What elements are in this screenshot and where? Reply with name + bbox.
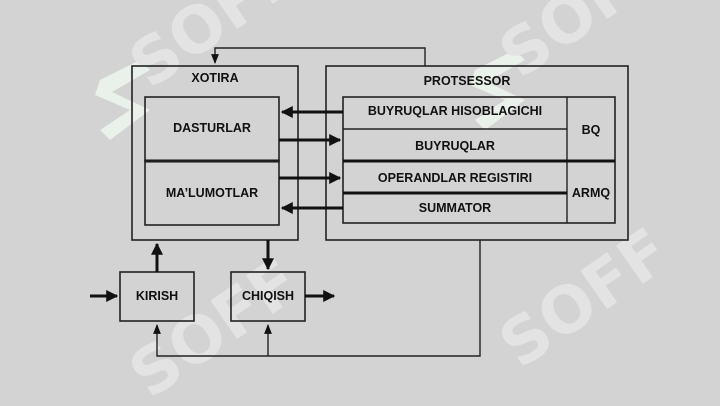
watermark-text: SOFF (117, 245, 313, 406)
instructions-label: BUYRUQLAR (415, 139, 495, 153)
output-label: CHIQISH (242, 289, 294, 303)
processor-to-memory-line (211, 47, 426, 66)
summator-label: SUMMATOR (419, 201, 491, 215)
watermark-text: SOFF (487, 0, 683, 93)
instruction-counter-label: BUYRUQLAR HISOBLAGICHI (368, 104, 542, 118)
programs-label: DASTURLAR (173, 121, 251, 135)
watermark-layer: SOFF SOFF SOFF SOFF (95, 0, 683, 406)
processor-block (325, 65, 629, 241)
operand-register-label: OPERANDLAR REGISTIRI (378, 171, 532, 185)
alu-label: ARMQ (572, 186, 610, 200)
memory-block (131, 65, 299, 241)
processor-title: PROTSESSOR (424, 74, 511, 88)
control-unit-label: BQ (582, 123, 601, 137)
memory-title: XOTIRA (191, 71, 238, 85)
data-block (144, 160, 280, 226)
control-line-to-input (153, 240, 481, 357)
input-label: KIRISH (136, 289, 178, 303)
watermark-logo (95, 50, 525, 140)
data-label: MA’LUMOTLAR (166, 186, 258, 200)
